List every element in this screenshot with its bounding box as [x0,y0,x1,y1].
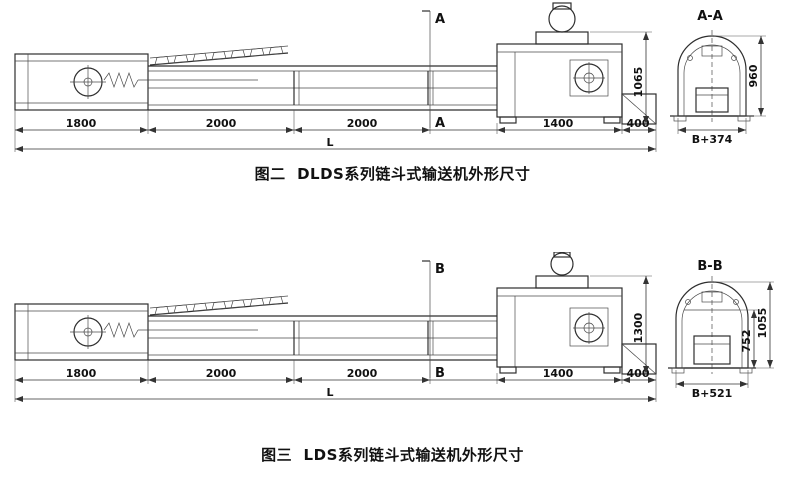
dim-1800: 1800 [15,367,148,383]
figure-dlds-drawing: A A 1800 2000 2000 [14,2,766,152]
cut-label-bottom: A [435,116,445,131]
svg-text:2000: 2000 [347,367,378,380]
svg-text:1800: 1800 [66,117,97,130]
bucket-chain [149,295,289,316]
dim-2000a: 2000 [148,117,294,133]
discharge-chute [621,343,657,375]
svg-text:2000: 2000 [347,117,378,130]
motor-platform [535,275,589,289]
dim-section-width: B+374 [677,118,747,146]
svg-text:1300: 1300 [632,312,645,343]
dim-section-1055: 1055 [714,281,774,369]
svg-text:B+521: B+521 [692,387,733,400]
motor [550,252,574,276]
figure-dlds-caption: 图二 DLDS系列链斗式输送机外形尺寸 [254,165,531,183]
svg-text:B+374: B+374 [692,133,733,146]
dim-section-960: 960 [714,35,766,117]
dim-2000b: 2000 [294,367,430,383]
dim-total-L: L [15,386,656,402]
dim-section-752: 752 [740,309,758,368]
trough [148,315,497,361]
dim-2000b: 2000 [294,117,430,133]
section-cut-line: A A [422,10,445,131]
svg-text:2000: 2000 [206,367,237,380]
svg-text:1400: 1400 [543,367,574,380]
svg-text:1400: 1400 [543,117,574,130]
dim-height-1065: 1065 [590,31,652,124]
section-view: A-A 960 B+374 [670,9,766,146]
motor-platform [535,31,589,45]
cut-label-bottom: B [435,366,445,381]
svg-text:1800: 1800 [66,367,97,380]
dim-1800: 1800 [15,117,148,133]
head-section [496,252,657,375]
tail-section [14,303,258,361]
section-view: B-B 752 1055 [668,259,774,400]
side-view: A A [14,2,657,131]
cut-label-top: A [435,12,445,27]
svg-text:1055: 1055 [756,308,769,339]
section-title: B-B [697,259,722,274]
dim-total-L: L [15,136,656,152]
dimensions: 1800 2000 2000 1400 400 L [14,275,657,402]
figure-lds-drawing: B B 1800 2000 2000 [14,252,774,402]
tail-section [14,53,258,111]
svg-text:2000: 2000 [206,117,237,130]
trough [148,65,497,111]
section-title: A-A [697,9,723,24]
svg-text:752: 752 [740,330,753,353]
svg-text:960: 960 [747,64,760,87]
side-view: B B [14,252,657,381]
section-cut-line: B B [422,260,445,381]
bucket-chain [149,45,289,66]
dim-2000a: 2000 [148,367,294,383]
cut-label-top: B [435,262,445,277]
discharge-chute [621,93,657,125]
tension-spring [103,321,139,339]
tension-spring [103,71,139,89]
dim-1400: 1400 [497,117,622,133]
dim-1400: 1400 [497,367,622,383]
dim-height-1300: 1300 [590,275,652,374]
svg-text:L: L [326,136,333,149]
svg-text:L: L [326,386,333,399]
svg-text:1065: 1065 [632,67,645,98]
figure-lds-caption: 图三 LDS系列链斗式输送机外形尺寸 [261,446,524,464]
motor [548,5,576,33]
dim-section-width: B+521 [675,370,749,400]
dimensions: 1800 2000 2000 1400 400 L [14,31,657,152]
head-section [496,2,657,125]
